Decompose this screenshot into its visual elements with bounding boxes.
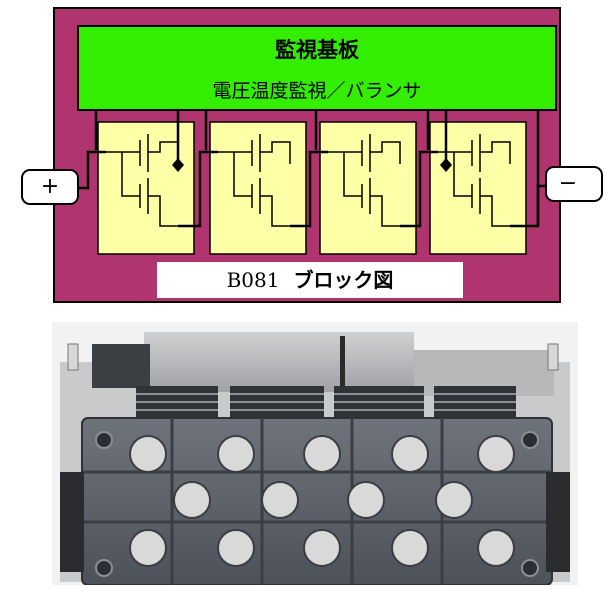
sensor-marker-2 (440, 158, 452, 172)
block-diagram: 監視基板 電圧温度監視／バランサ + − B081 ブロック図 (21, 7, 603, 303)
terminal-minus-label: − (558, 171, 578, 196)
caption-box (157, 262, 463, 298)
cell-3 (319, 121, 417, 255)
cell-4 (429, 121, 527, 255)
battery-module-photo (52, 322, 578, 586)
caption-text: ブロック図 (293, 268, 394, 292)
caption: B081 ブロック図 (157, 262, 463, 298)
series-connections (78, 150, 546, 228)
board-subtitle: 電圧温度監視／バランサ (212, 80, 422, 102)
terminal-plus-label: + (40, 174, 60, 199)
sensor-marker-1 (172, 158, 184, 172)
fin-lines (136, 393, 516, 411)
top-lid (144, 332, 414, 392)
monitor-board (77, 25, 557, 111)
plate-holes (129, 435, 515, 567)
left-connector (92, 344, 150, 388)
corner-bolts (95, 431, 539, 577)
battery-module-graphic (52, 322, 578, 586)
cell-2 (209, 121, 307, 255)
plate-ribs (82, 418, 552, 585)
terminal-plus (21, 169, 79, 205)
cell-1 (97, 121, 195, 255)
caption-code: B081 (226, 268, 280, 292)
cell-symbols (106, 134, 511, 227)
block-diagram-graphic (21, 7, 603, 303)
terminal-minus (545, 166, 603, 202)
board-title: 監視基板 (275, 38, 359, 62)
